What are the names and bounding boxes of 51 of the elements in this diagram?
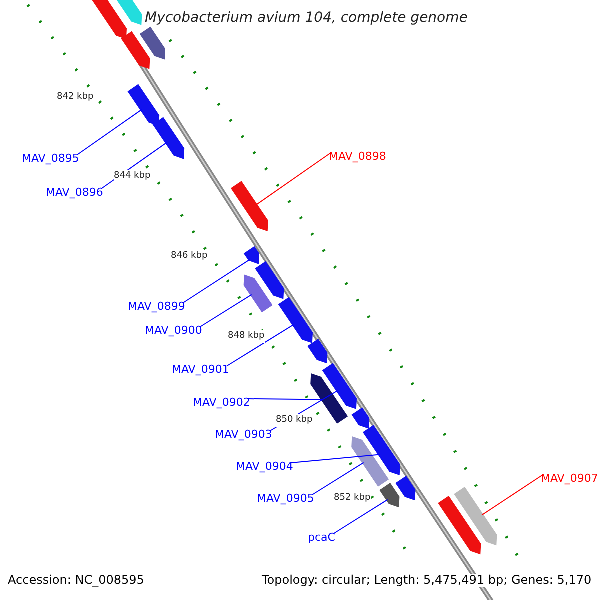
- map-title: Mycobacterium avium 104, complete genome: [145, 10, 468, 27]
- leader-line: [226, 324, 294, 366]
- gene-label: MAV_0900: [145, 324, 202, 337]
- leader-line: [182, 259, 250, 304]
- gene-block: [152, 117, 185, 160]
- gene-block: [352, 408, 370, 429]
- gene-block: [362, 425, 400, 476]
- leader-line: [76, 109, 142, 156]
- gene-block: [121, 31, 150, 70]
- gene-block: [454, 487, 498, 546]
- gene-block: [128, 84, 160, 126]
- gene-block: [322, 363, 357, 410]
- gene-label: MAV_0895: [22, 152, 80, 165]
- leader-line: [312, 462, 364, 496]
- accession-text: Accession: NC_008595: [8, 574, 144, 587]
- leader-line: [332, 499, 388, 534]
- scale-label: 842 kbp: [57, 91, 94, 104]
- gene-block: [438, 496, 482, 555]
- gene-block: [396, 476, 416, 501]
- scale-label: 852 kbp: [334, 492, 371, 505]
- gene-label: MAV_0899: [128, 300, 186, 313]
- gene-block: [310, 374, 348, 424]
- gene-label: MAV_0905: [257, 492, 314, 505]
- leader-line: [290, 454, 380, 464]
- scale-label: 848 kbp: [228, 330, 265, 343]
- scale-label: 850 kbp: [276, 414, 313, 427]
- gene-block: [308, 339, 328, 364]
- gene-label: MAV_0901: [172, 363, 230, 376]
- genome-summary-text: Topology: circular; Length: 5,475,491 bp; Genes: 5,170: [262, 574, 592, 587]
- leader-line: [256, 152, 332, 206]
- gene-label: MAV_0907: [541, 472, 598, 485]
- gene-block: [92, 0, 127, 40]
- gene-block: [230, 181, 268, 232]
- leader-line: [482, 474, 544, 516]
- gene-label: MAV_0902: [193, 396, 250, 409]
- gene-block: [244, 274, 273, 313]
- gene-label: MAV_0898: [329, 150, 386, 163]
- gene-block: [244, 246, 260, 264]
- gene-block: [140, 26, 166, 60]
- scale-label: 844 kbp: [114, 170, 151, 183]
- gene-block: [278, 297, 313, 344]
- gene-block: [380, 483, 400, 508]
- leader-line: [200, 294, 252, 328]
- gene-block: [255, 261, 284, 300]
- gene-label: MAV_0904: [236, 460, 294, 473]
- gene-label: MAV_0903: [215, 428, 272, 441]
- scale-label: 846 kbp: [171, 250, 208, 263]
- leader-line: [248, 398, 324, 400]
- gene-label: pcaC: [308, 531, 336, 544]
- gene-block: [352, 436, 390, 487]
- gene-label: MAV_0896: [46, 186, 104, 199]
